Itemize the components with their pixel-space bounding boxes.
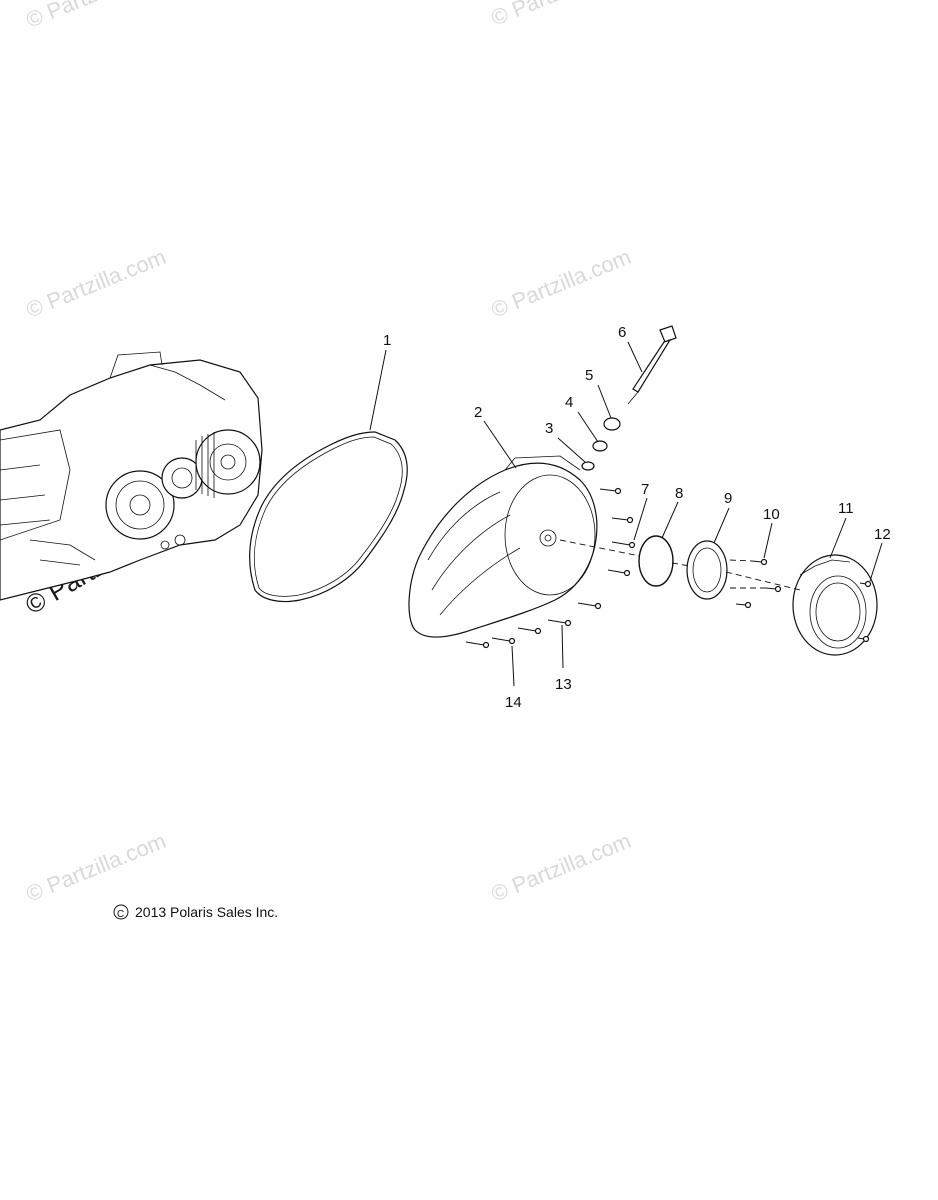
- watermark-top-right: © Partzilla.com: [488, 0, 635, 31]
- screw-icon: [751, 558, 768, 566]
- callout-14: 14: [505, 694, 522, 711]
- watermark-top-left: © Partzilla.com: [23, 0, 170, 33]
- plug-icon: [603, 417, 621, 431]
- clutch-cover-icon: [408, 455, 598, 638]
- callout-11: 11: [838, 500, 854, 517]
- svg-text:C: C: [117, 909, 124, 920]
- callout-7: 7: [641, 481, 649, 498]
- callout-group: 1 2 3 4 5 6 7 8 9 10 11 12 13 14: [383, 324, 891, 711]
- bolt-icon: [491, 637, 516, 645]
- bolt-group: [465, 487, 636, 649]
- shaft-icon: [627, 325, 677, 405]
- callout-8: 8: [675, 485, 683, 502]
- callout-1: 1: [383, 332, 391, 349]
- screw-icon: [859, 580, 872, 588]
- callout-9: 9: [724, 490, 732, 507]
- gasket-icon: [249, 431, 408, 603]
- watermark-mid-left: © Partzilla.com: [23, 244, 170, 323]
- callout-6: 6: [618, 324, 626, 341]
- plug-icon-group: [581, 417, 621, 471]
- bolt-icon: [547, 619, 572, 627]
- o-ring-icon: [638, 535, 674, 587]
- callout-13: 13: [555, 676, 572, 693]
- callout-10: 10: [763, 506, 780, 523]
- engine-assembly-icon: [0, 351, 263, 601]
- alignment-lines: [559, 539, 801, 591]
- bolt-icon: [465, 641, 490, 649]
- screw-icon: [765, 585, 782, 593]
- callout-5: 5: [585, 367, 593, 384]
- callout-4: 4: [565, 394, 573, 411]
- bolt-icon: [611, 516, 634, 524]
- watermark-mid-right: © Partzilla.com: [488, 244, 635, 323]
- watermark-low-right: © Partzilla.com: [488, 828, 635, 907]
- bolt-icon: [607, 569, 631, 577]
- copyright-text: 2013 Polaris Sales Inc.: [113, 904, 278, 920]
- screw-icon: [735, 601, 752, 609]
- leader-lines: [369, 341, 883, 687]
- watermark-low-left: © Partzilla.com: [23, 828, 170, 907]
- bolt-icon: [599, 487, 622, 495]
- bolt-icon: [517, 627, 542, 635]
- bolt-icon: [577, 602, 602, 610]
- retainer-ring-icon: [686, 540, 728, 600]
- callout-3: 3: [545, 420, 553, 437]
- copyright-symbol: C: [113, 904, 129, 920]
- callout-2: 2: [474, 404, 482, 421]
- plug-icon: [592, 440, 608, 452]
- bolt-icon: [611, 541, 636, 549]
- plug-icon: [581, 461, 595, 471]
- copyright-label: 2013 Polaris Sales Inc.: [135, 904, 279, 920]
- screw-group: [735, 558, 872, 643]
- callout-12: 12: [874, 526, 891, 543]
- screw-icon: [857, 635, 870, 643]
- badge-plate-icon: [792, 554, 878, 656]
